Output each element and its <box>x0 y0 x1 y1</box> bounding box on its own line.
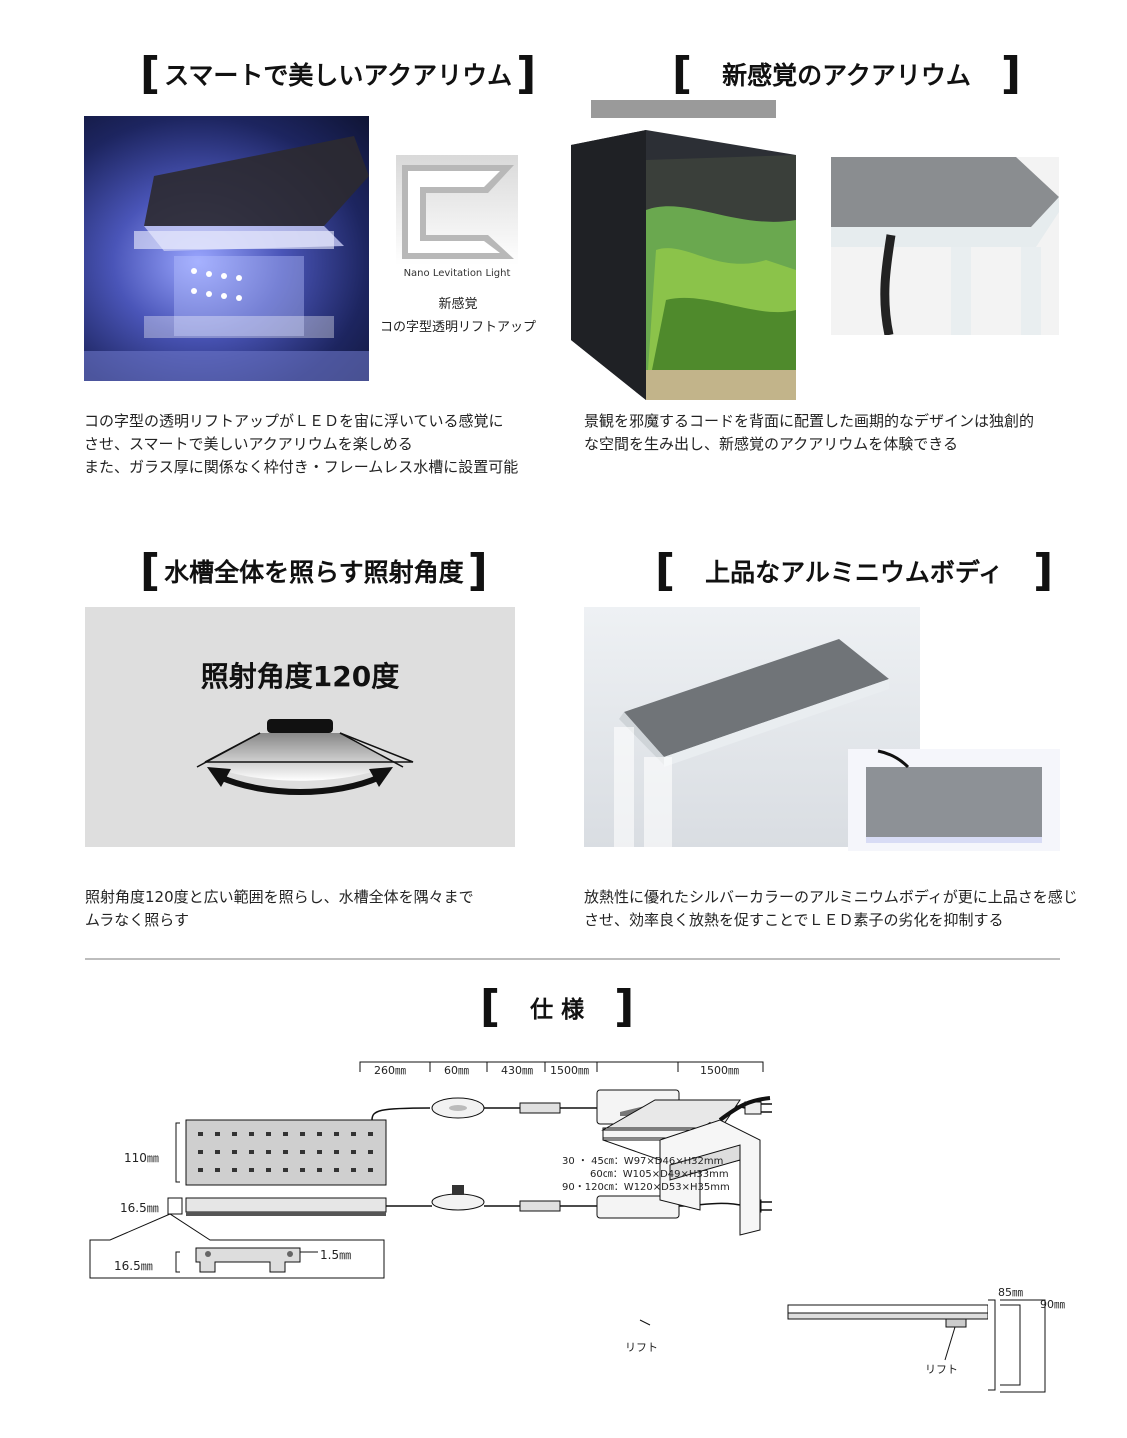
smart-caption-1: 新感覚 <box>438 297 478 312</box>
new-sense-title: 新感覚のアクアリウム <box>722 61 971 90</box>
dim-60: 60㎜ <box>444 1064 469 1077</box>
nano-levitation-diagram <box>396 155 518 265</box>
aluminum-art <box>614 639 889 847</box>
section-divider <box>85 958 1060 960</box>
open-bracket-icon: [ <box>480 981 501 1032</box>
aluminum-desc-2: させ、効率良く放熱を促すことでＬＥＤ素子の劣化を抑制する <box>584 911 1004 929</box>
close-bracket-icon: ] <box>467 545 488 596</box>
dim-16-5-a: 16.5㎜ <box>120 1201 159 1215</box>
light-closeup-art <box>831 157 1059 335</box>
close-bracket-icon: ] <box>614 981 635 1032</box>
aluminum-closeup-art <box>866 749 1042 843</box>
aluminum-desc-1: 放熱性に優れたシルバーカラーのアルミニウムボディが更に上品さを感じ <box>584 888 1078 906</box>
close-bracket-icon: ] <box>1033 545 1054 596</box>
smart-desc-3: また、ガラス厚に関係なく枠付き・フレームレス水槽に設置可能 <box>84 458 519 476</box>
close-bracket-icon: ] <box>1000 48 1021 99</box>
dim-430: 430㎜ <box>501 1064 533 1077</box>
open-bracket-icon: [ <box>655 545 676 596</box>
new-sense-desc-1: 景観を邪魔するコードを背面に配置した画期的なデザインは独創的 <box>584 412 1035 430</box>
angle-diagram <box>196 719 414 795</box>
angle-heading: [ 水槽全体を照らす照射角度 ] <box>140 549 488 593</box>
smart-heading: [ スマートで美しいアクアリウム ] <box>140 52 536 96</box>
nano-levitation-label: Nano Levitation Light <box>403 268 511 279</box>
angle-desc-1: 照射角度120度と広い範囲を照らし、水槽全体を隅々まで <box>85 888 474 906</box>
angle-desc-2: ムラなく照らす <box>85 911 189 929</box>
new-sense-desc-2: な空間を生み出し、新感覚のアクアリウムを体験できる <box>584 435 958 453</box>
smart-led-photo <box>84 116 369 381</box>
dim-90: 90㎜ <box>1040 1298 1065 1311</box>
u-shape-lift-icon <box>402 165 514 259</box>
dim-260: 260㎜ <box>374 1064 406 1077</box>
aquarium-tank-photo <box>566 100 816 400</box>
light-closeup-photo <box>831 157 1059 335</box>
dim-16-5-b: 16.5㎜ <box>114 1259 153 1273</box>
lift-label-elevation: リフト <box>925 1363 958 1376</box>
open-bracket-icon: [ <box>140 545 161 596</box>
close-bracket-icon: ] <box>516 48 537 99</box>
dim-1500-a: 1500㎜ <box>550 1064 589 1077</box>
dim-110: 110㎜ <box>124 1151 159 1165</box>
aluminum-title: 上品なアルミニウムボディ <box>705 558 1004 587</box>
aluminum-closeup-photo <box>848 749 1060 851</box>
angle-panel-title: 照射角度120度 <box>200 660 400 693</box>
adapter-size-1: 30 ・ 45㎝：W97×D46×H32mm <box>562 1156 724 1167</box>
adapter-size-2: 60㎝：W105×D49×H33mm <box>590 1169 729 1180</box>
dim-85: 85㎜ <box>998 1286 1023 1299</box>
smart-desc-1: コの字型の透明リフトアップがＬＥＤを宙に浮いている感覚に <box>84 412 504 430</box>
aluminum-body-photo <box>584 607 920 847</box>
spec-heading: [ 仕 様 ] <box>480 985 634 1029</box>
open-bracket-icon: [ <box>672 48 693 99</box>
led-photo-art <box>84 136 369 381</box>
aluminum-heading: [ 上品なアルミニウムボディ ] <box>655 549 1053 593</box>
open-bracket-icon: [ <box>140 48 161 99</box>
aquarium-art <box>566 100 816 400</box>
dim-1-5: 1.5㎜ <box>320 1248 352 1262</box>
adapter-size-3: 90・120㎝：W120×D53×H35mm <box>562 1182 730 1193</box>
spec-drawing <box>89 1061 1046 1393</box>
smart-title: スマートで美しいアクアリウム <box>164 61 513 90</box>
new-sense-heading: [ 新感覚のアクアリウム ] <box>672 52 1021 96</box>
smart-desc-2: させ、スマートで美しいアクアリウムを楽しめる <box>84 435 413 453</box>
lift-label-perspective: リフト <box>625 1341 658 1354</box>
smart-caption-2: コの字型透明リフトアップ <box>379 320 536 335</box>
dim-1500-b: 1500㎜ <box>700 1064 739 1077</box>
angle-panel: 照射角度120度 <box>85 607 515 847</box>
spec-title: 仕 様 <box>530 997 585 1023</box>
angle-title: 水槽全体を照らす照射角度 <box>164 558 464 587</box>
